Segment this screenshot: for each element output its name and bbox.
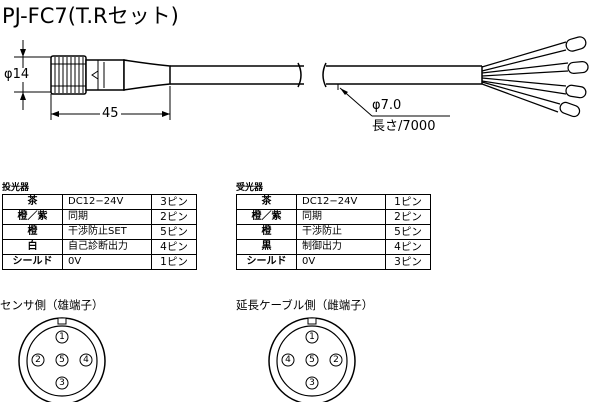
pin-label: 3	[309, 378, 315, 388]
table-row: 黒 制御出力 4ピン	[236, 239, 431, 255]
pin-label: 4	[285, 355, 291, 365]
pin-number: 4ピン	[151, 239, 197, 255]
receiver-pin-table: 茶 DC12−24V 1ピン 橙／紫 同期 2ピン 橙 干渉防止 5ピン 黒 制…	[236, 194, 431, 270]
signal-name: 同期	[296, 209, 386, 225]
pin-label: 5	[309, 355, 315, 365]
pin-label: 4	[83, 355, 89, 365]
emitter-pin-table: 茶 DC12−24V 3ピン 橙／紫 同期 2ピン 橙 干渉防止SET 5ピン …	[2, 194, 197, 270]
pin-label: 3	[59, 378, 65, 388]
pin-number: 2ピン	[385, 209, 431, 225]
wire-color: 茶	[236, 194, 297, 210]
pin-label: 2	[333, 355, 339, 365]
signal-name: 干渉防止	[296, 224, 386, 240]
length-45-label: 45	[100, 106, 121, 121]
table-row: シールド 0V 3ピン	[236, 254, 431, 270]
wire-color: 茶	[2, 194, 63, 210]
pin-label: 1	[59, 332, 65, 342]
wire-color: 橙	[2, 224, 63, 240]
wire-color: 橙	[236, 224, 297, 240]
signal-name: 0V	[296, 254, 386, 270]
diameter-7-label: φ7.0	[372, 98, 402, 113]
table-row: 白 自己診断出力 4ピン	[2, 239, 197, 255]
cable-side-label: 延長ケーブル側（雌端子）	[236, 298, 374, 312]
pin-label: 2	[35, 355, 41, 365]
signal-name: 同期	[62, 209, 152, 225]
pin-number: 1ピン	[385, 194, 431, 210]
table-row: 橙 干渉防止SET 5ピン	[2, 224, 197, 240]
table-row: 橙 干渉防止 5ピン	[236, 224, 431, 240]
signal-name: DC12−24V	[62, 194, 152, 210]
pin-number: 5ピン	[385, 224, 431, 240]
pin-number: 1ピン	[151, 254, 197, 270]
wire-color: 黒	[236, 239, 297, 255]
table-row: 茶 DC12−24V 1ピン	[236, 194, 431, 210]
table-row: シールド 0V 1ピン	[2, 254, 197, 270]
signal-name: 0V	[62, 254, 152, 270]
diameter-14-label: φ14	[4, 67, 30, 82]
cable-side-connector-face	[268, 317, 356, 402]
wire-color: 白	[2, 239, 63, 255]
pin-number: 3ピン	[151, 194, 197, 210]
table-row: 茶 DC12−24V 3ピン	[2, 194, 197, 210]
cable-length-label: 長さ/7000	[372, 119, 436, 134]
signal-name: DC12−24V	[296, 194, 386, 210]
page-title: PJ-FC7(T.Rセット)	[2, 4, 179, 28]
receiver-label: 受光器	[236, 183, 264, 193]
wire-color: シールド	[2, 254, 63, 270]
signal-name: 干渉防止SET	[62, 224, 152, 240]
wire-color: 橙／紫	[2, 209, 63, 225]
signal-name: 制御出力	[296, 239, 386, 255]
wire-color: シールド	[236, 254, 297, 270]
pin-number: 2ピン	[151, 209, 197, 225]
pin-number: 5ピン	[151, 224, 197, 240]
pin-number: 4ピン	[385, 239, 431, 255]
table-row: 橙／紫 同期 2ピン	[236, 209, 431, 225]
emitter-label: 投光器	[2, 183, 30, 193]
sensor-side-connector-face	[18, 317, 106, 402]
wire-color: 橙／紫	[236, 209, 297, 225]
sensor-side-label: センサ側（雄端子）	[0, 298, 104, 312]
pin-label: 5	[59, 355, 65, 365]
table-row: 橙／紫 同期 2ピン	[2, 209, 197, 225]
pin-number: 3ピン	[385, 254, 431, 270]
pin-label: 1	[309, 332, 315, 342]
signal-name: 自己診断出力	[62, 239, 152, 255]
